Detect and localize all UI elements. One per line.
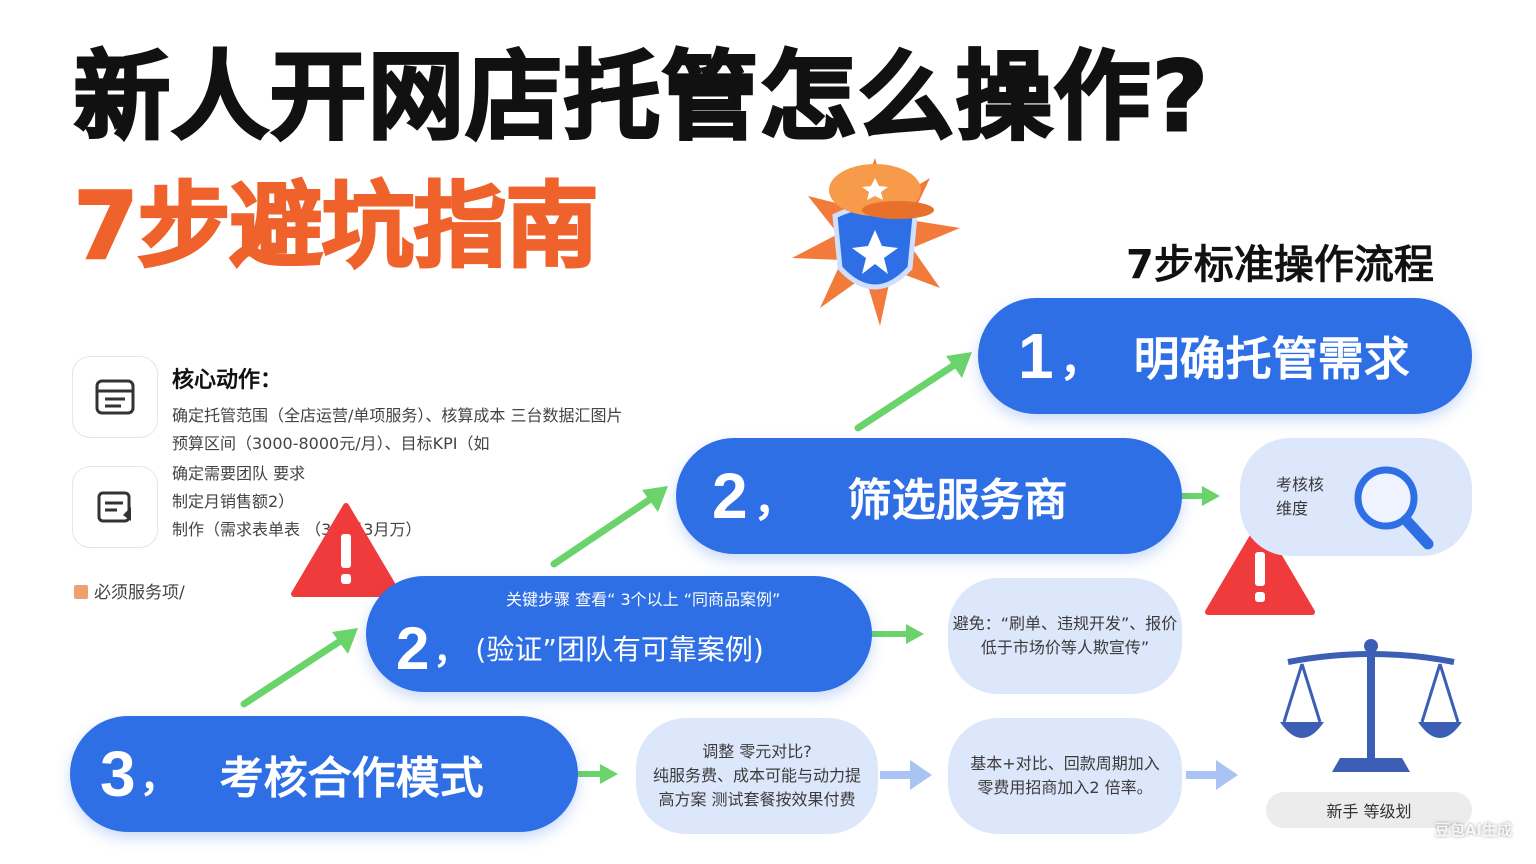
step-label: 明确托管需求 <box>1133 332 1410 386</box>
step-key-note: 关键步骤 查看“ 3个以上 “同商品案例” <box>506 589 781 609</box>
bubble-line: 纯服务费、成本可能与动力提 <box>652 766 861 785</box>
core-line: 确定托管范围（全店运营/单项服务）、核算成本 三台数据汇图片 <box>172 406 623 425</box>
bullet-square-icon <box>74 585 88 599</box>
arrow-icon <box>1186 760 1238 790</box>
step-3-pill: 3 ， 考核合作模式 <box>70 716 578 832</box>
step-separator: ， <box>433 631 470 672</box>
bubble-line: 零费用招商加入2 倍率。 <box>977 778 1153 797</box>
arrow-icon <box>854 352 972 432</box>
bubble-line: 考核核 <box>1276 475 1325 494</box>
mode-compare-bubble: 调整 零元对比? 纯服务费、成本可能与动力提 高方案 测试套餐按效果付费 <box>636 718 878 834</box>
bubble-line: 基本+对比、回款周期加入 <box>970 754 1160 773</box>
step-separator: ， <box>753 475 798 526</box>
step-number: 3 <box>100 738 136 810</box>
flow-title: 7步标准操作流程 <box>1126 242 1434 288</box>
folder-icon <box>97 491 131 523</box>
bubble-line: 高方案 测试套餐按效果付费 <box>658 790 856 809</box>
bubble-line: 维度 <box>1276 499 1309 518</box>
watermark: 豆包AI生成 <box>1434 821 1512 839</box>
core-line: 确定需要团队 要求 <box>172 464 306 483</box>
core-line: 预算区间（3000-8000元/月）、目标KPI（如 <box>172 434 490 453</box>
arrow-icon <box>240 628 358 708</box>
scale-label: 新手 等级划 <box>1266 792 1472 828</box>
arrow-icon <box>550 486 668 568</box>
warning-icon <box>1205 521 1315 615</box>
document-icon <box>95 379 135 415</box>
folder-card <box>72 466 158 548</box>
page-title: 新人开网店托管怎么操作? <box>73 41 1210 154</box>
basic-compare-bubble: 基本+对比、回款周期加入 零费用招商加入2 倍率。 <box>948 718 1182 834</box>
balance-scale-icon <box>1280 639 1462 772</box>
arrow-icon <box>880 760 932 790</box>
step-2b-pill: 关键步骤 查看“ 3个以上 “同商品案例” 2 ， (验证”团队有可靠案例) <box>366 576 872 692</box>
core-line: 制定月销售额2） <box>172 492 295 511</box>
step-label: 考核合作模式 <box>219 753 484 804</box>
step-separator: ， <box>139 755 180 801</box>
step-number: 2 <box>396 614 430 682</box>
bubble-line: 调整 零元对比? <box>702 742 812 761</box>
shield-cap-badge-icon <box>792 158 960 326</box>
step-label: 筛选服务商 <box>847 475 1068 526</box>
step-number: 2 <box>712 460 748 532</box>
magnifier-icon <box>1354 466 1434 550</box>
avoid-bubble: 避免：“刷单、违规开发”、报价 低于市场价等人欺宣传” <box>948 578 1182 694</box>
step-2-pill: 2 ， 筛选服务商 <box>676 438 1182 554</box>
must-service-item: 必须服务项/ <box>74 578 185 603</box>
step-label: (验证”团队有可靠案例) <box>475 633 764 666</box>
bubble-line: 避免：“刷单、违规开发”、报价 <box>952 614 1178 633</box>
step-1-pill: 1 ， 明确托管需求 <box>978 298 1472 414</box>
warning-icon <box>291 503 401 597</box>
step-separator: ， <box>1059 335 1104 386</box>
step-number: 1 <box>1018 320 1054 392</box>
core-actions-heading: 核心动作： <box>172 368 283 393</box>
page-subtitle: 7步避坑指南 <box>72 172 599 282</box>
bubble-line: 低于市场价等人欺宣传” <box>980 638 1150 657</box>
must-service-label: 必须服务项/ <box>94 583 185 603</box>
document-card <box>72 356 158 438</box>
